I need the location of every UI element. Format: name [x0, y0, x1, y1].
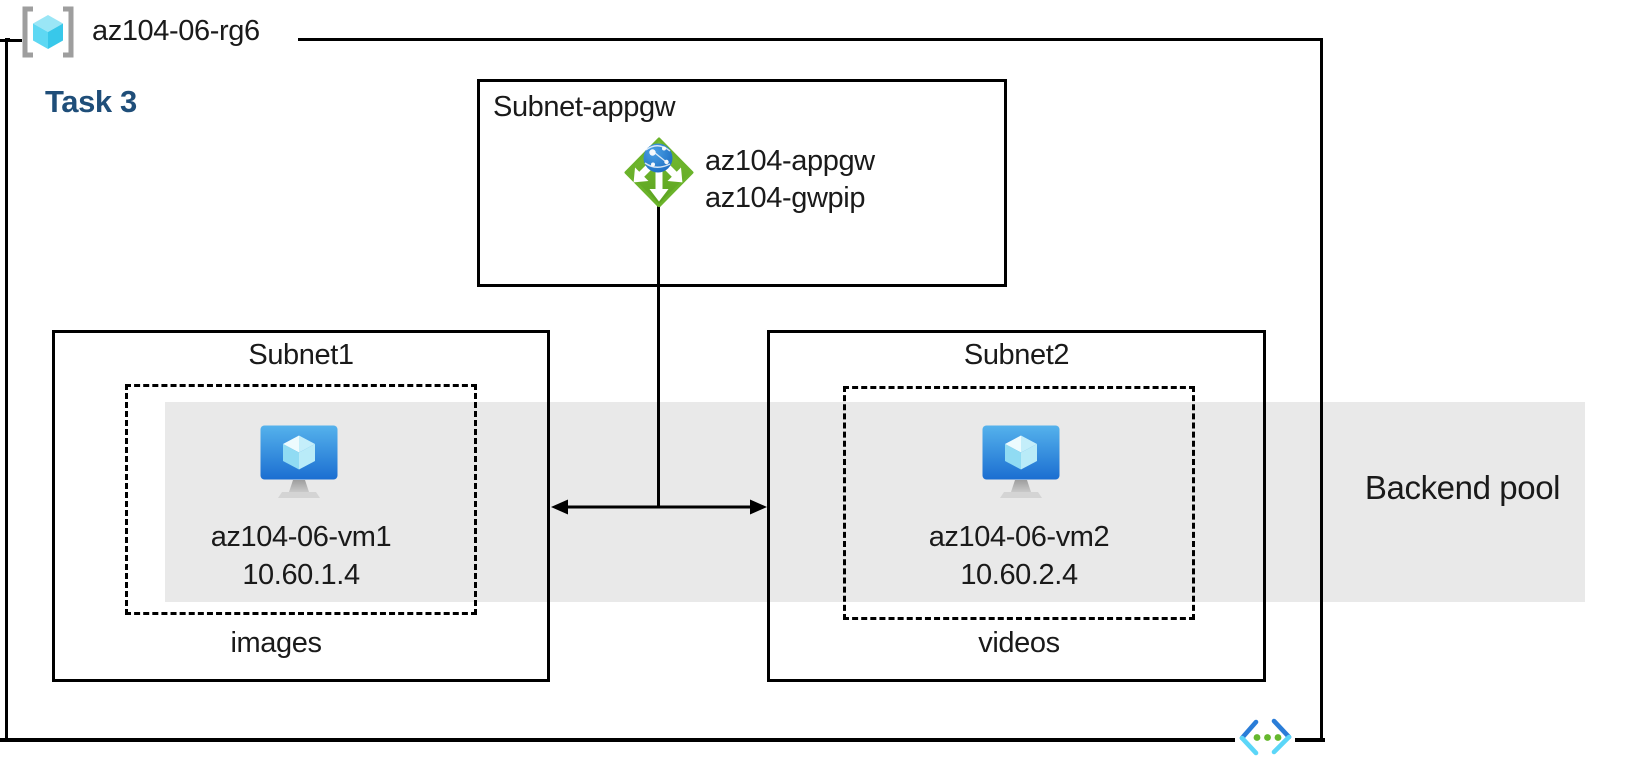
vnet-icon-background: [1235, 735, 1295, 746]
images-label: images: [230, 627, 322, 659]
virtual-network-icon: [1239, 718, 1292, 756]
appgw-public-ip-name: az104-gwpip: [705, 182, 866, 214]
subnet2-label: Subnet2: [963, 339, 1070, 371]
vm2-ip: 10.60.2.4: [960, 559, 1078, 591]
backend-pool-band: [165, 402, 1585, 602]
resource-group-border-stub: [0, 39, 22, 42]
appgw-gateway-name: az104-appgw: [705, 145, 875, 177]
vm2-name: az104-06-vm2: [928, 521, 1110, 553]
resource-group-bottom-line: [0, 738, 1325, 742]
subnet1-box: [52, 330, 550, 682]
subnet1-backend-dashed-box: [125, 384, 477, 615]
subnet2-box: [767, 330, 1266, 682]
task-label: Task 3: [45, 84, 137, 119]
subnet1-label: Subnet1: [248, 339, 354, 371]
vm2-text: az104-06-vm2 10.60.2.4: [843, 518, 1195, 594]
application-gateway-icon: [624, 137, 694, 207]
appgw-connector-line: [657, 204, 660, 507]
virtual-machine-icon: [982, 425, 1060, 498]
appgw-names: az104-appgw az104-gwpip: [705, 143, 875, 217]
virtual-machine-icon: [260, 425, 338, 498]
vm1-ip: 10.60.1.4: [242, 559, 360, 591]
subnet-connector-arrow: [551, 499, 767, 515]
resource-group-name: az104-06-rg6: [92, 15, 260, 47]
vm1-text: az104-06-vm1 10.60.1.4: [125, 518, 477, 594]
appgw-subnet-box: [477, 79, 1007, 287]
videos-label: videos: [978, 627, 1060, 659]
appgw-subnet-label: Subnet-appgw: [493, 91, 676, 123]
subnet2-backend-dashed-box: [843, 386, 1195, 620]
resource-group-icon: [22, 6, 74, 58]
backend-pool-label: Backend pool: [1364, 469, 1561, 506]
vm1-name: az104-06-vm1: [210, 521, 392, 553]
